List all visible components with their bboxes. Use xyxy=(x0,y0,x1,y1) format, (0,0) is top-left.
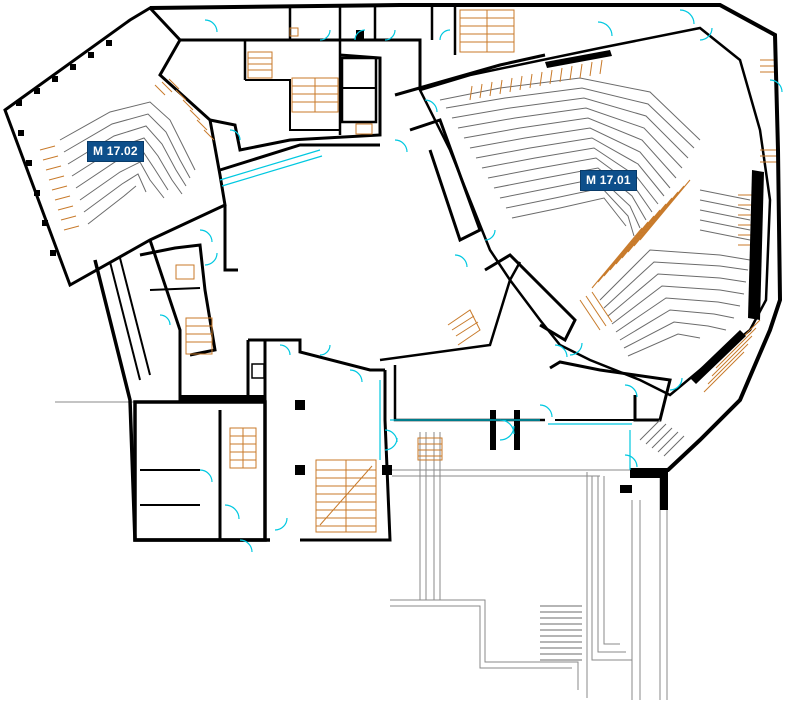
hall-17-01-seating-side xyxy=(579,59,780,393)
room-label-17-01: M 17.01 xyxy=(580,170,637,191)
hall-17-01-outline xyxy=(418,26,772,397)
room-label-17-02: M 17.02 xyxy=(87,141,144,162)
structural-solids xyxy=(180,30,668,510)
hall-17-02-windows xyxy=(16,40,112,256)
hall-17-01-heavy-walls xyxy=(545,50,764,384)
stairs xyxy=(175,9,515,533)
walls xyxy=(93,3,783,542)
hall-17-01-rows-lower xyxy=(599,189,751,357)
hall-17-01 xyxy=(418,26,780,397)
entrance-ramp xyxy=(639,419,685,457)
hall-17-02-rows xyxy=(59,101,196,225)
hall-17-01-seating-upper xyxy=(469,59,691,289)
exterior-terrain xyxy=(55,401,668,700)
hall-17-02-seating xyxy=(39,78,215,231)
exterior-steps xyxy=(540,605,582,661)
doors xyxy=(159,9,783,553)
